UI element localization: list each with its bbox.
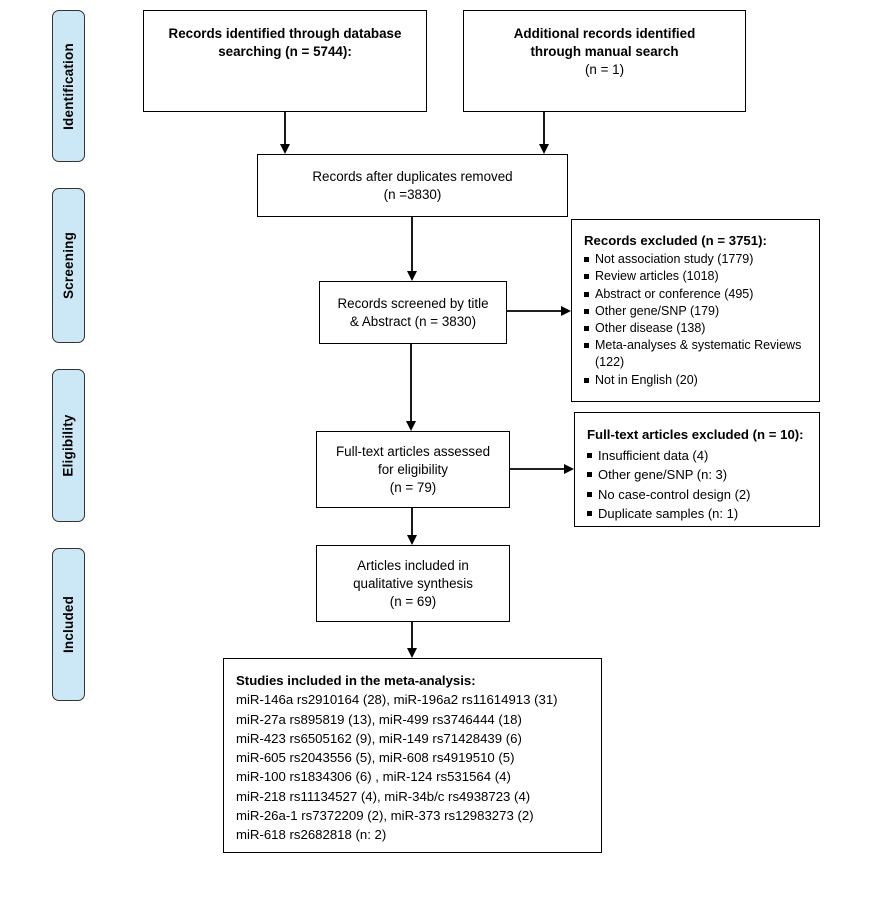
- database-records-box: Records identified through database sear…: [143, 10, 427, 112]
- meta-analysis-line: miR-605 rs2043556 (5), miR-608 rs4919510…: [236, 750, 515, 766]
- fulltext-excluded-list: Insufficient data (4) Other gene/SNP (n:…: [587, 446, 809, 523]
- fulltext-assessed-count: (n = 79): [389, 479, 437, 495]
- meta-analysis-box: Studies included in the meta-analysis: m…: [223, 658, 602, 853]
- manual-records-box: Additional records identified through ma…: [463, 10, 746, 112]
- duplicates-removed-box: Records after duplicates removed (n =383…: [257, 154, 568, 217]
- records-screened-line1: Records screened by title: [337, 295, 489, 311]
- phase-screening: Screening: [52, 188, 85, 343]
- fulltext-assessed-line2: for eligibility: [378, 461, 448, 477]
- meta-analysis-line: miR-100 rs1834306 (6) , miR-124 rs531564…: [236, 769, 511, 785]
- qualitative-synthesis-line1: Articles included in: [357, 557, 469, 573]
- meta-analysis-line: miR-146a rs2910164 (28), miR-196a2 rs116…: [236, 692, 558, 708]
- duplicates-removed-line1: Records after duplicates removed: [312, 168, 513, 184]
- records-screened-line2: & Abstract (n = 3830): [349, 313, 477, 329]
- qualitative-synthesis-line2: qualitative synthesis: [353, 575, 473, 591]
- meta-analysis-line: miR-26a-1 rs7372209 (2), miR-373 rs12983…: [236, 808, 534, 824]
- database-records-line2: searching (n = 5744):: [218, 44, 352, 59]
- fulltext-assessed-line1: Full-text articles assessed: [335, 443, 491, 459]
- list-item: Meta-analyses & systematic Reviews (122): [584, 337, 809, 371]
- records-excluded-title: Records excluded (n = 3751):: [584, 233, 767, 248]
- list-item: Not association study (1779): [584, 251, 809, 268]
- list-item: Not in English (20): [584, 372, 809, 389]
- phase-included: Included: [52, 548, 85, 701]
- manual-records-line2: through manual search: [530, 44, 679, 59]
- list-item: Insufficient data (4): [587, 446, 809, 465]
- meta-analysis-line: miR-423 rs6505162 (9), miR-149 rs7142843…: [236, 730, 522, 746]
- list-item: Other disease (138): [584, 320, 809, 337]
- fulltext-excluded-box: Full-text articles excluded (n = 10): In…: [574, 412, 820, 527]
- meta-analysis-line: miR-27a rs895819 (13), miR-499 rs3746444…: [236, 711, 522, 727]
- records-excluded-box: Records excluded (n = 3751): Not associa…: [571, 219, 820, 402]
- manual-records-count: (n = 1): [584, 62, 625, 77]
- list-item: Abstract or conference (495): [584, 286, 809, 303]
- duplicates-removed-count: (n =3830): [383, 186, 442, 202]
- meta-analysis-title: Studies included in the meta-analysis:: [236, 673, 476, 688]
- list-item: Other gene/SNP (179): [584, 303, 809, 320]
- qualitative-synthesis-count: (n = 69): [389, 593, 437, 609]
- list-item: Other gene/SNP (n: 3): [587, 465, 809, 484]
- phase-identification: Identification: [52, 10, 85, 162]
- database-records-line1: Records identified through database: [168, 26, 402, 41]
- fulltext-excluded-title: Full-text articles excluded (n = 10):: [587, 427, 804, 442]
- list-item: No case-control design (2): [587, 485, 809, 504]
- meta-analysis-line: miR-618 rs2682818 (n: 2): [236, 827, 387, 843]
- meta-analysis-line: miR-218 rs11134527 (4), miR-34b/c rs4938…: [236, 788, 531, 804]
- fulltext-assessed-box: Full-text articles assessed for eligibil…: [316, 431, 510, 508]
- phase-eligibility: Eligibility: [52, 369, 85, 522]
- qualitative-synthesis-box: Articles included in qualitative synthes…: [316, 545, 510, 622]
- records-screened-box: Records screened by title & Abstract (n …: [319, 281, 507, 344]
- list-item: Duplicate samples (n: 1): [587, 504, 809, 523]
- manual-records-line1: Additional records identified: [513, 26, 696, 41]
- list-item: Review articles (1018): [584, 268, 809, 285]
- records-excluded-list: Not association study (1779) Review arti…: [584, 251, 809, 389]
